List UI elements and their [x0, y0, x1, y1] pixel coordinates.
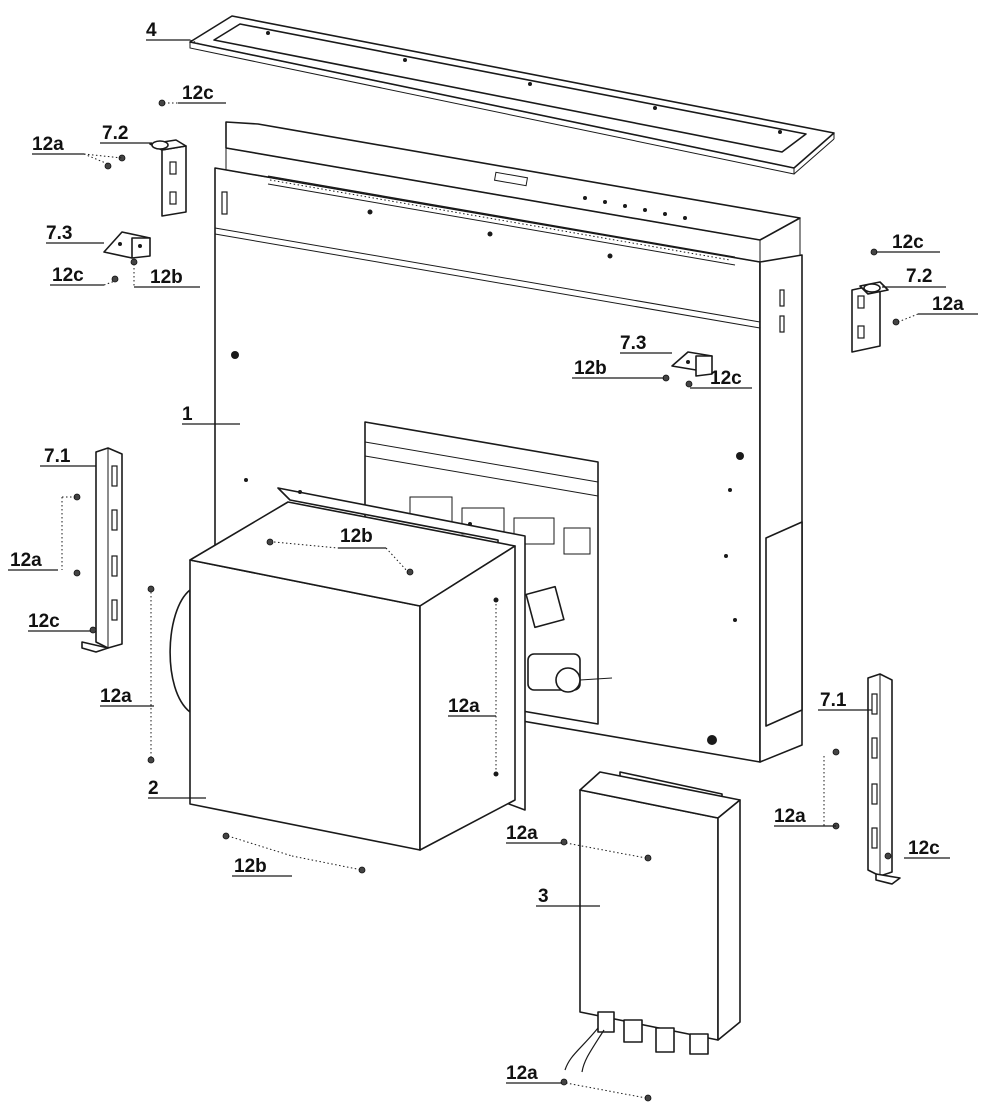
bracket-7-2-left-part	[149, 139, 187, 217]
label-screw-12c-right-mid: 12c	[710, 368, 742, 389]
screw-12c-right-mid	[685, 380, 693, 388]
screw-12b-motor-bottom-2	[358, 866, 366, 874]
label-control-box: 3	[538, 886, 549, 907]
label-bracket-7-2-left: 7.2	[102, 123, 128, 144]
top-frame-part	[189, 15, 835, 175]
label-screw-12b-right-mid: 12b	[574, 358, 607, 379]
label-motor-unit: 2	[148, 778, 159, 799]
label-top-frame: 4	[146, 20, 157, 41]
part-labels: 4 12c 12a 7.2 7.3 12c 12b 12c 7.2 12a 7.…	[10, 20, 964, 1084]
screw-12b-motor-top-2	[406, 568, 414, 576]
screw-12a-left-top-2	[104, 162, 112, 170]
screw-12c-left-mid	[111, 275, 119, 283]
label-screw-12a-right-rail: 12a	[774, 806, 806, 827]
label-screw-12b-motor-top: 12b	[340, 526, 373, 547]
rail-7-1-right-part	[867, 673, 901, 885]
rail-7-1-left-part	[81, 447, 123, 653]
screw-12c-right-rail	[884, 852, 892, 860]
motor-unit-part	[169, 487, 526, 851]
leader-lines	[8, 39, 978, 1099]
bracket-7-3-left-part	[103, 231, 151, 259]
screw-12a-left-rail-2	[73, 569, 81, 577]
bracket-7-3-right-part	[671, 351, 713, 377]
label-screw-12c-left-rail: 12c	[28, 611, 60, 632]
screw-12c-left-rail	[89, 626, 97, 634]
screw-12b-motor-top-1	[266, 538, 274, 546]
label-screw-12a-motor-right: 12a	[448, 696, 480, 717]
label-rail-7-1-right: 7.1	[820, 690, 847, 711]
label-bracket-7-3-right: 7.3	[620, 333, 646, 354]
label-screw-12b-left-mid: 12b	[150, 267, 183, 288]
label-screw-12a-left-top: 12a	[32, 134, 64, 155]
label-main-unit: 1	[182, 404, 193, 425]
label-screw-12a-left-rail: 12a	[10, 550, 42, 571]
label-screw-12c-right-top: 12c	[892, 232, 924, 253]
label-screw-12c-left-mid: 12c	[52, 265, 84, 286]
label-bracket-7-2-right: 7.2	[906, 266, 932, 287]
screw-12a-left-top-1	[118, 154, 126, 162]
label-screw-12c-top: 12c	[182, 83, 214, 104]
bracket-7-2-right-part	[851, 281, 889, 353]
label-screw-12a-motor-left: 12a	[100, 686, 132, 707]
label-screw-12a-right-top: 12a	[932, 294, 964, 315]
control-box-part	[564, 771, 741, 1073]
screw-12a-right-rail-1	[832, 748, 840, 756]
label-rail-7-1-left: 7.1	[44, 446, 71, 467]
label-screw-12c-right-rail: 12c	[908, 838, 940, 859]
screw-12a-box-bottom-1	[560, 1078, 568, 1086]
label-bracket-7-3-left: 7.3	[46, 223, 72, 244]
screw-12a-motor-left-2	[147, 756, 155, 764]
screw-12a-box-top-1	[560, 838, 568, 846]
screw-12a-motor-left-1	[147, 585, 155, 593]
label-screw-12a-box-top: 12a	[506, 823, 538, 844]
label-screw-12a-box-bottom: 12a	[506, 1063, 538, 1084]
label-screw-12b-motor-bottom: 12b	[234, 856, 267, 877]
